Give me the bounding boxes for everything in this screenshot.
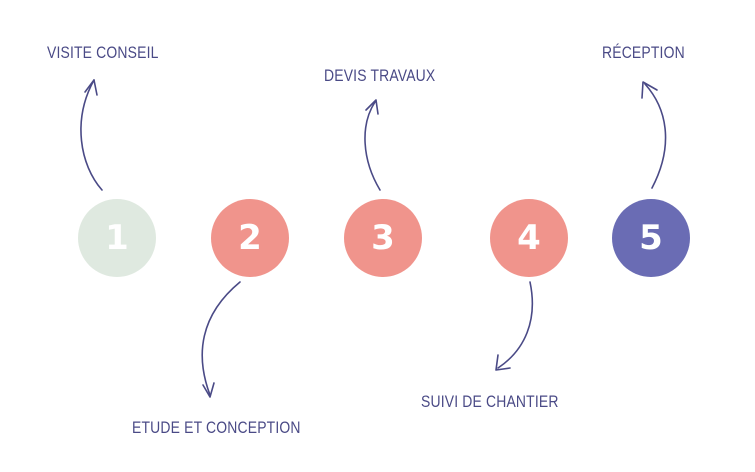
step-1-number: 1 xyxy=(105,218,129,258)
step-3-label: DEVIS TRAVAUX xyxy=(324,66,436,85)
step-2-number: 2 xyxy=(238,218,262,258)
step-1-circle: 1 xyxy=(78,199,156,277)
step-2-label: ETUDE ET CONCEPTION xyxy=(132,418,301,437)
arrow-step-3 xyxy=(364,99,381,191)
step-5-number: 5 xyxy=(639,218,663,258)
step-5-label: RÉCEPTION xyxy=(602,43,685,62)
step-4-circle: 4 xyxy=(490,199,568,277)
step-1-label: VISITE CONSEIL xyxy=(47,43,159,62)
step-4-number: 4 xyxy=(517,218,541,258)
step-2-circle: 2 xyxy=(211,199,289,277)
arrow-step-5 xyxy=(641,81,667,189)
step-4-label: SUIVI DE CHANTIER xyxy=(421,392,559,411)
arrow-step-1 xyxy=(80,79,103,191)
step-3-circle: 3 xyxy=(344,199,422,277)
arrow-step-4 xyxy=(495,281,534,371)
arrow-step-2 xyxy=(201,281,241,398)
step-3-number: 3 xyxy=(371,218,395,258)
step-5-circle: 5 xyxy=(612,199,690,277)
